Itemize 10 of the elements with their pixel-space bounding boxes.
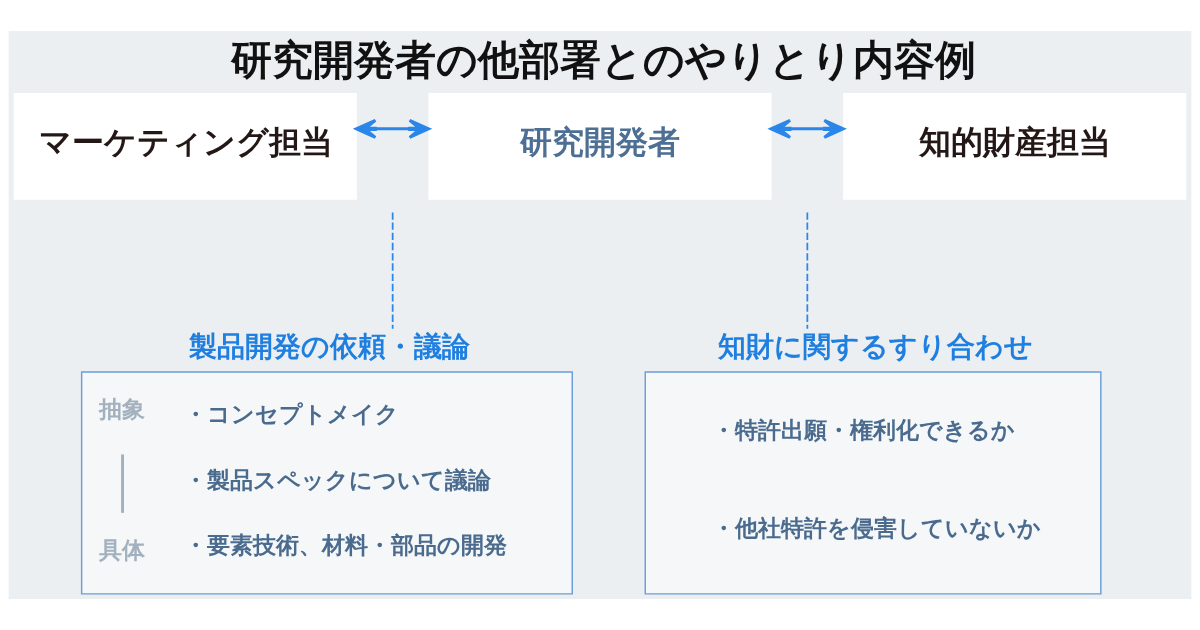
arrow bbox=[354, 118, 431, 139]
connector bbox=[806, 211, 809, 330]
arrow bbox=[769, 118, 845, 139]
node-box: 研究開発者 bbox=[428, 93, 772, 200]
node-box: マーケティング担当 bbox=[13, 93, 357, 200]
node-box: 知的財産担当 bbox=[843, 93, 1187, 200]
diagram-title: 研究開発者の他部署とのやりとり内容例 bbox=[231, 35, 977, 84]
node-label: 製品開発の依頼・議論 bbox=[188, 330, 470, 364]
connector bbox=[391, 211, 394, 330]
node-label: 知財に関するすり合わせ bbox=[718, 330, 1034, 364]
